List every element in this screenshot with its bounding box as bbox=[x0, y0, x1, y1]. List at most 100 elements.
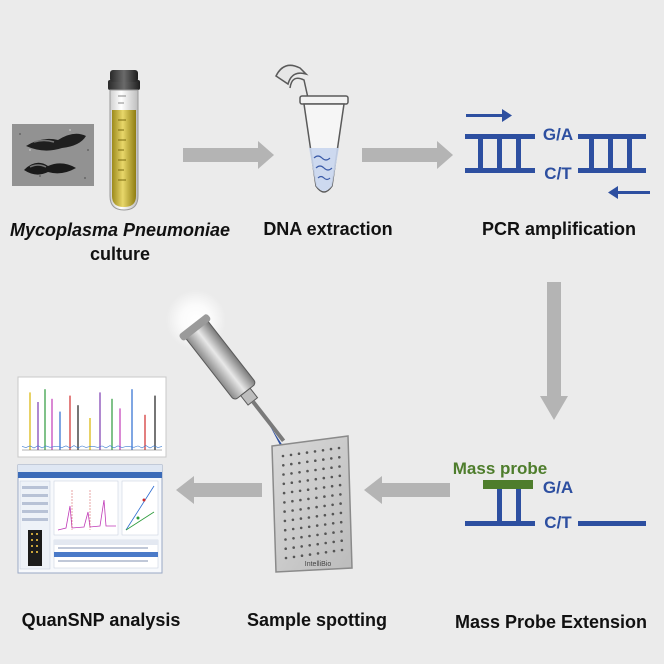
plate-well bbox=[300, 545, 304, 548]
pcr-amplification-label: PCR amplification bbox=[481, 219, 637, 239]
plate-well bbox=[324, 551, 328, 554]
plate-well bbox=[282, 491, 286, 495]
plate-well bbox=[322, 467, 325, 471]
plate-well bbox=[291, 509, 294, 512]
extension-bottom-allele-label: C/T bbox=[544, 513, 572, 532]
plate-well bbox=[340, 530, 343, 533]
arrow-spotting-to-analysis bbox=[176, 476, 262, 504]
plate-well bbox=[307, 516, 311, 519]
plate-well bbox=[339, 493, 342, 496]
quansnp-analysis-label: QuanSNP analysis bbox=[21, 610, 181, 630]
pcr-bottom-allele-label: C/T bbox=[544, 164, 572, 183]
plate-well bbox=[307, 525, 311, 529]
plate-well bbox=[324, 532, 327, 535]
extension-schematic bbox=[465, 480, 646, 526]
plate-well bbox=[322, 458, 325, 461]
plate-well bbox=[306, 460, 309, 464]
plate-well bbox=[291, 499, 294, 503]
plate-well bbox=[323, 504, 326, 508]
plate-well bbox=[307, 506, 310, 510]
spectrum-baseline bbox=[21, 445, 163, 449]
plate-well bbox=[339, 502, 342, 505]
plate-well bbox=[313, 450, 317, 453]
plate-well bbox=[330, 484, 334, 488]
arrow-extension-to-spotting bbox=[364, 476, 450, 504]
plate-well bbox=[281, 454, 285, 458]
plate-well bbox=[323, 495, 326, 498]
plate-well bbox=[292, 555, 296, 559]
plate-well bbox=[338, 465, 341, 468]
mass-probe-label: Mass probe bbox=[452, 459, 548, 478]
plate-well bbox=[322, 476, 326, 480]
plate-well bbox=[283, 510, 286, 513]
plate-well bbox=[306, 469, 309, 473]
sample-plate: IntelliBio bbox=[271, 435, 353, 573]
plate-well bbox=[283, 501, 286, 504]
plate-well bbox=[323, 523, 327, 526]
plate-well bbox=[340, 539, 344, 542]
plate-well bbox=[299, 498, 302, 502]
plate-well bbox=[340, 548, 344, 552]
plate-well bbox=[315, 505, 318, 509]
plate-well bbox=[316, 533, 319, 537]
plate-well bbox=[307, 497, 310, 501]
plate-well bbox=[290, 490, 294, 494]
plate-well bbox=[306, 479, 310, 482]
plate-well bbox=[292, 546, 296, 549]
plate-well bbox=[282, 482, 286, 486]
plate-well bbox=[308, 544, 312, 547]
plate-well bbox=[314, 477, 318, 481]
plate-well bbox=[300, 535, 303, 539]
pcr-top-allele-label: G/A bbox=[542, 125, 574, 144]
plate-well bbox=[314, 468, 317, 472]
plate-well bbox=[284, 547, 288, 550]
plate-well bbox=[332, 540, 336, 544]
plate-well bbox=[329, 447, 333, 451]
plate-well bbox=[324, 541, 328, 545]
mass-spectrum-chart bbox=[17, 376, 167, 458]
plate-well bbox=[314, 487, 318, 490]
plate-well bbox=[299, 508, 302, 511]
culture-label-line1: Mycoplasma Pneumoniae bbox=[9, 220, 231, 240]
culture-label-line2: culture bbox=[89, 244, 150, 264]
arrow-extraction-to-pcr bbox=[362, 141, 453, 169]
plate-well bbox=[308, 534, 311, 538]
plate-well bbox=[315, 524, 319, 527]
plate-well bbox=[283, 519, 287, 523]
plate-well bbox=[292, 537, 295, 540]
quansnp-software-window bbox=[17, 464, 163, 574]
culture-tube bbox=[108, 70, 140, 211]
mass-probe-extension-label: Mass Probe Extension bbox=[454, 612, 648, 632]
plate-well bbox=[332, 531, 335, 534]
culture-label: Mycoplasma Pneumoniae culture bbox=[0, 218, 240, 266]
plate-well bbox=[339, 511, 343, 515]
plate-well bbox=[289, 453, 293, 457]
plate-well bbox=[330, 457, 333, 460]
plate-well bbox=[338, 456, 341, 459]
plate-well bbox=[300, 554, 304, 557]
plate-well bbox=[284, 538, 287, 541]
pcr-schematic bbox=[465, 109, 650, 199]
plate-well bbox=[316, 552, 320, 555]
plate-brand-label: IntelliBio bbox=[305, 561, 332, 568]
plate-well bbox=[297, 452, 301, 456]
plate-well bbox=[298, 489, 302, 493]
plate-well bbox=[331, 494, 334, 497]
plate-well bbox=[306, 488, 310, 492]
extension-top-allele-label: G/A bbox=[542, 478, 574, 497]
plate-well bbox=[330, 466, 333, 470]
plate-well bbox=[284, 556, 288, 560]
plate-well bbox=[338, 483, 342, 487]
plate-well bbox=[338, 474, 342, 478]
plate-well bbox=[299, 526, 303, 530]
plate-well bbox=[291, 518, 295, 522]
plate-well bbox=[315, 496, 318, 500]
plate-well bbox=[298, 471, 301, 474]
plate-well bbox=[323, 513, 327, 517]
plate-well bbox=[299, 517, 303, 520]
plate-well bbox=[331, 503, 334, 507]
plate-well bbox=[283, 528, 287, 532]
plate-well bbox=[331, 522, 335, 525]
